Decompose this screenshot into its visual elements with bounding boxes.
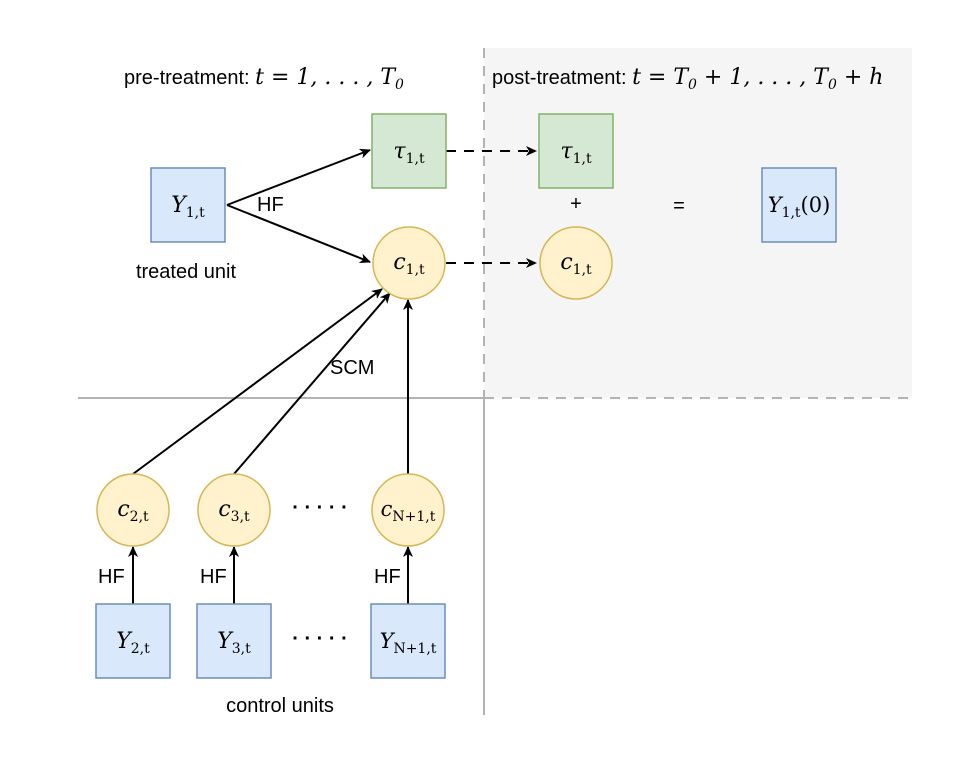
hf-label-N: HF bbox=[374, 566, 401, 588]
node-c1-post-label: c1,t bbox=[560, 250, 592, 278]
node-y3-label: Y3,t bbox=[217, 629, 251, 657]
edge-c3-to-c1 bbox=[233, 292, 391, 475]
treated-unit-label: treated unit bbox=[136, 261, 237, 283]
node-y1-0-label: Y1,t(0) bbox=[768, 193, 831, 221]
node-tau-post-box bbox=[538, 113, 614, 189]
node-y2-box bbox=[95, 603, 171, 679]
ellipsis-c: · · · · · bbox=[292, 497, 348, 519]
node-c3-label: c3,t bbox=[218, 497, 250, 525]
node-tau-pre-box bbox=[371, 113, 447, 189]
scm-label: SCM bbox=[330, 357, 374, 379]
hf-label-3: HF bbox=[200, 566, 227, 588]
node-c2-circle bbox=[96, 473, 170, 547]
post-treatment-region bbox=[484, 48, 912, 398]
node-c1-pre-circle bbox=[372, 226, 446, 300]
node-c1-post-circle bbox=[539, 226, 613, 300]
node-y2-label: Y2,t bbox=[116, 629, 150, 657]
node-y1-box bbox=[150, 167, 226, 243]
node-cN-circle bbox=[371, 473, 445, 547]
edge-y1-to-c1 bbox=[226, 204, 371, 263]
node-tau-pre-label: τ1,t bbox=[393, 139, 425, 167]
control-units-label: control units bbox=[226, 695, 334, 717]
pre-treatment-header: pre-treatment: t = 1, . . . , T0 bbox=[124, 65, 404, 93]
node-y1-0-box bbox=[761, 167, 837, 243]
equals-sign: = bbox=[673, 195, 685, 217]
node-cN-label: cN+1,t bbox=[381, 497, 436, 525]
node-y3-box bbox=[196, 603, 272, 679]
node-yN-box bbox=[370, 603, 446, 679]
node-tau-post-label: τ1,t bbox=[560, 139, 592, 167]
node-c1-pre-label: c1,t bbox=[393, 250, 425, 278]
ellipsis-y: · · · · · bbox=[292, 628, 348, 650]
node-c3-circle bbox=[197, 473, 271, 547]
hf-label-treated: HF bbox=[257, 194, 284, 216]
node-yN-label: YN+1,t bbox=[380, 629, 437, 657]
edge-c2-to-c1 bbox=[132, 288, 383, 475]
edge-y1-to-tau bbox=[226, 148, 371, 206]
node-y1-label: Y1,t bbox=[171, 193, 205, 221]
post-treatment-header: post-treatment: t = T0 + 1, . . . , T0 +… bbox=[492, 65, 883, 93]
hf-label-2: HF bbox=[98, 566, 125, 588]
node-c2-label: c2,t bbox=[117, 497, 149, 525]
plus-sign: + bbox=[570, 193, 582, 215]
